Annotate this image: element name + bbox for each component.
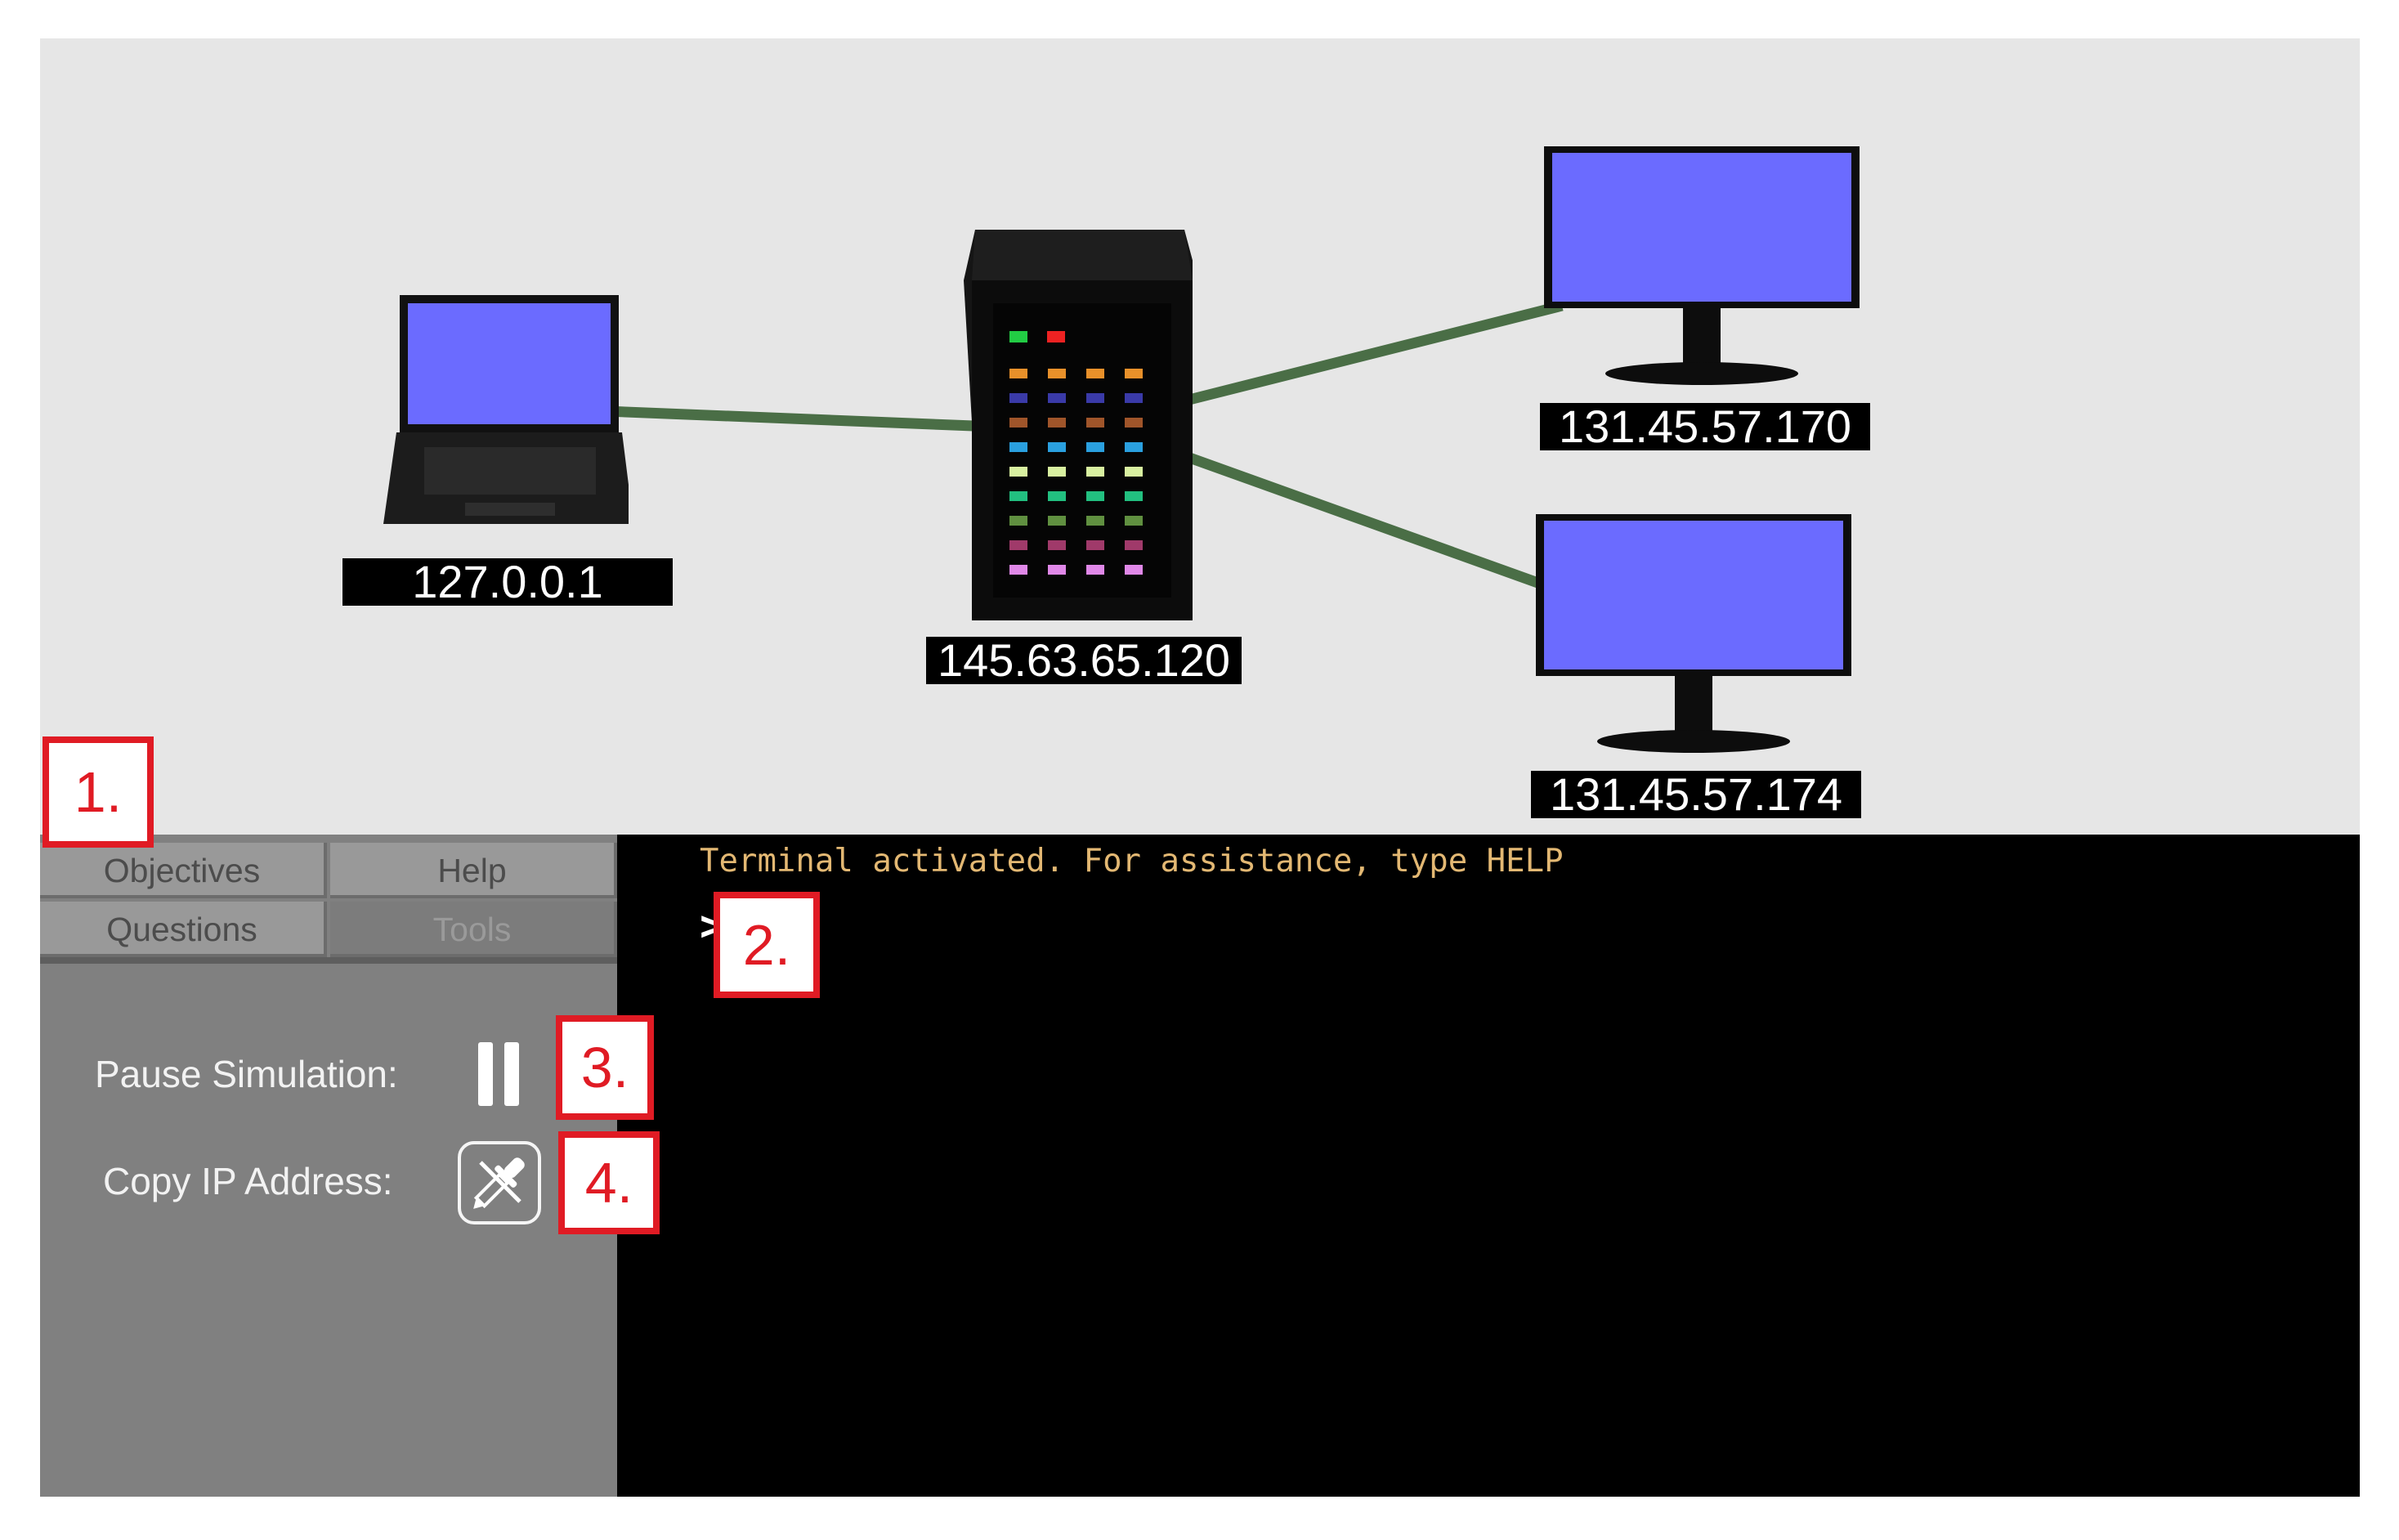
simulation-app: 127.0.0.1 145.63.65.120 131.45.57.170 13… [40, 38, 2360, 1497]
server-light [1009, 418, 1027, 428]
pause-icon [478, 1042, 493, 1106]
server-light [1009, 467, 1027, 477]
server-light [1048, 418, 1066, 428]
server-light [1086, 565, 1104, 575]
server-light [1125, 516, 1143, 526]
callout-2: 2. [714, 892, 820, 998]
monitor-1-icon[interactable] [1536, 145, 1879, 390]
server-light [1125, 442, 1143, 452]
server-light [1048, 393, 1066, 403]
eyedropper-icon [473, 1157, 525, 1209]
copy-ip-address-label: Copy IP Address: [103, 1160, 393, 1202]
server-light [1125, 393, 1143, 403]
server-light [1125, 491, 1143, 501]
tabs-divider [40, 957, 617, 964]
server-light [1009, 369, 1027, 378]
server-light [1086, 393, 1104, 403]
server-light [1125, 369, 1143, 378]
server-light [1048, 369, 1066, 378]
tab-help[interactable]: Help [330, 843, 617, 898]
network-view: 127.0.0.1 145.63.65.120 131.45.57.170 13… [40, 38, 2360, 835]
server-light [1086, 516, 1104, 526]
server-light [1086, 467, 1104, 477]
server-light [1125, 467, 1143, 477]
server-light [1086, 540, 1104, 550]
link-server-monitor-1 [1181, 300, 1564, 407]
server-light [1086, 442, 1104, 452]
tab-questions[interactable]: Questions [40, 902, 327, 957]
callout-4: 4. [558, 1131, 660, 1234]
pause-icon-bar [504, 1042, 519, 1106]
monitor-2-icon[interactable] [1528, 513, 1871, 758]
server-light [1125, 540, 1143, 550]
monitor-1-ip-label: 131.45.57.170 [1540, 403, 1870, 450]
server-light [1047, 331, 1065, 342]
callout-1: 1. [43, 736, 154, 848]
server-light [1125, 565, 1143, 575]
server-light [1048, 491, 1066, 501]
callout-3: 3. [556, 1015, 654, 1120]
server-light [1086, 418, 1104, 428]
server-light [1009, 540, 1027, 550]
link-laptop-server [605, 405, 974, 432]
copy-ip-button[interactable] [458, 1141, 541, 1224]
pause-simulation-label: Pause Simulation: [95, 1053, 398, 1095]
server-light [1048, 540, 1066, 550]
monitor-2-ip-label: 131.45.57.174 [1531, 771, 1861, 818]
server-light [1048, 516, 1066, 526]
server-light [1009, 565, 1027, 575]
terminal-input[interactable] [740, 902, 2296, 952]
laptop-ip-label: 127.0.0.1 [342, 558, 673, 606]
bottom-panel: Objectives Help Questions Tools Pause Si… [40, 835, 2360, 1497]
server-status-lights [1009, 331, 1143, 575]
tab-tools[interactable]: Tools [330, 902, 617, 957]
tab-objectives[interactable]: Objectives [40, 843, 327, 898]
server-light [1048, 565, 1066, 575]
network-links [605, 300, 1564, 590]
server-rack-icon[interactable] [964, 230, 1193, 630]
server-ip-label: 145.63.65.120 [926, 637, 1242, 684]
terminal-message: Terminal activated. For assistance, type… [700, 843, 1564, 880]
server-light [1086, 491, 1104, 501]
server-light [1048, 442, 1066, 452]
server-light [1009, 331, 1027, 342]
server-light [1009, 393, 1027, 403]
server-light [1086, 369, 1104, 378]
server-light [1009, 442, 1027, 452]
link-server-monitor-2 [1180, 450, 1545, 590]
terminal[interactable]: Terminal activated. For assistance, type… [617, 835, 2360, 1497]
server-light [1009, 491, 1027, 501]
server-light [1048, 467, 1066, 477]
pause-button[interactable] [478, 1042, 521, 1106]
server-light [1125, 418, 1143, 428]
server-light [1009, 516, 1027, 526]
side-panel: Objectives Help Questions Tools Pause Si… [40, 835, 617, 1497]
laptop-icon[interactable] [367, 292, 629, 570]
